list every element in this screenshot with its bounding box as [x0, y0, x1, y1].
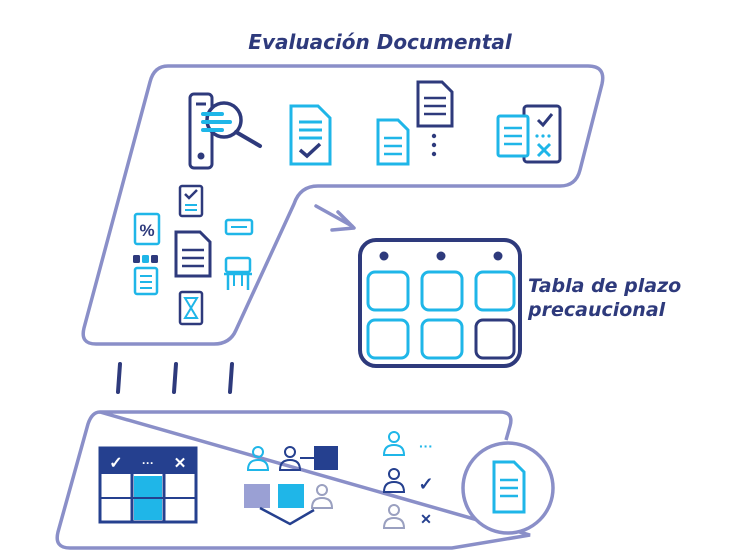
evaluation-panel: [81, 64, 605, 346]
status-dots-mark: ···: [419, 438, 433, 454]
bottom-panel: [55, 410, 531, 550]
calendar-icon: [358, 238, 522, 368]
central-document-icon: [174, 230, 212, 278]
status-persons: [382, 431, 406, 529]
calendar-label-line1: Tabla de plazo: [528, 275, 681, 297]
evaluation-table: [98, 446, 198, 524]
checklist-icon: [496, 104, 562, 164]
card-icon: [224, 218, 254, 236]
table-dots-mark: ···: [142, 456, 154, 470]
status-cross-mark: ✕: [420, 511, 432, 527]
document-stack-icon: [376, 80, 454, 166]
progress-squares-icon: [133, 255, 158, 263]
desk-icon: [224, 256, 252, 290]
small-document-icon: [133, 266, 159, 296]
team-group: [244, 446, 338, 526]
server-magnifier-icon: [188, 92, 262, 170]
person-icon: [246, 446, 334, 509]
table-check-mark: ✓: [109, 455, 122, 472]
document-circle-icon: [461, 441, 555, 535]
table-cross-mark: ✕: [174, 455, 187, 472]
percent-document-icon: %: [133, 212, 161, 246]
hourglass-document-icon: [178, 290, 204, 326]
page-title: Evaluación Documental: [248, 30, 513, 54]
document-check-icon: [289, 104, 332, 166]
calendar-label-line2: precaucional: [527, 299, 666, 321]
svg-text:%: %: [139, 221, 154, 240]
small-check-document-icon: [178, 184, 204, 218]
connector-bars: [116, 362, 234, 394]
arrow-icon: [314, 204, 356, 232]
status-check-mark: ✓: [418, 474, 433, 494]
